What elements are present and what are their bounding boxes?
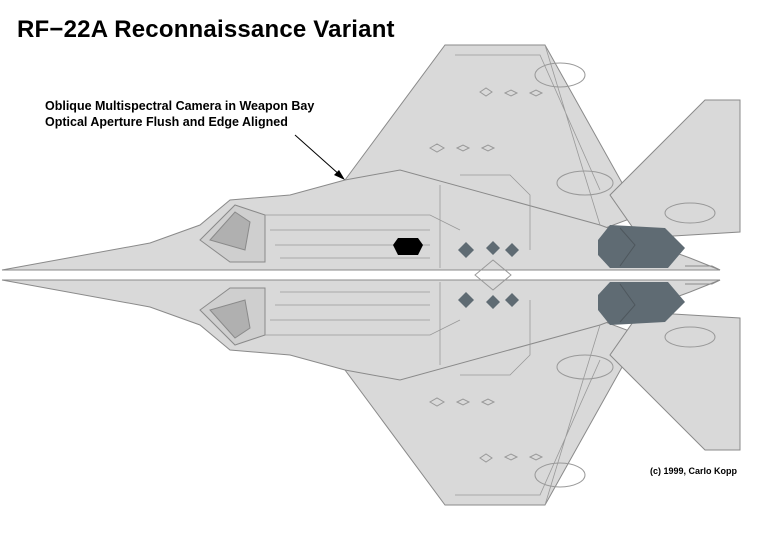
aircraft-top-half xyxy=(1,44,741,271)
annotation-text: Oblique Multispectral Camera in Weapon B… xyxy=(45,98,314,130)
annotation-arrow xyxy=(294,134,345,180)
diagram-title: RF−22A Reconnaissance Variant xyxy=(17,16,395,43)
annotation-line-1: Oblique Multispectral Camera in Weapon B… xyxy=(45,99,315,113)
center-diamond xyxy=(474,259,512,291)
aircraft-bottom-half xyxy=(1,279,741,506)
annotation-line-2: Optical Aperture Flush and Edge Aligned xyxy=(45,115,288,129)
camera-aperture xyxy=(393,238,423,255)
copyright-text: (c) 1999, Carlo Kopp xyxy=(650,466,738,476)
